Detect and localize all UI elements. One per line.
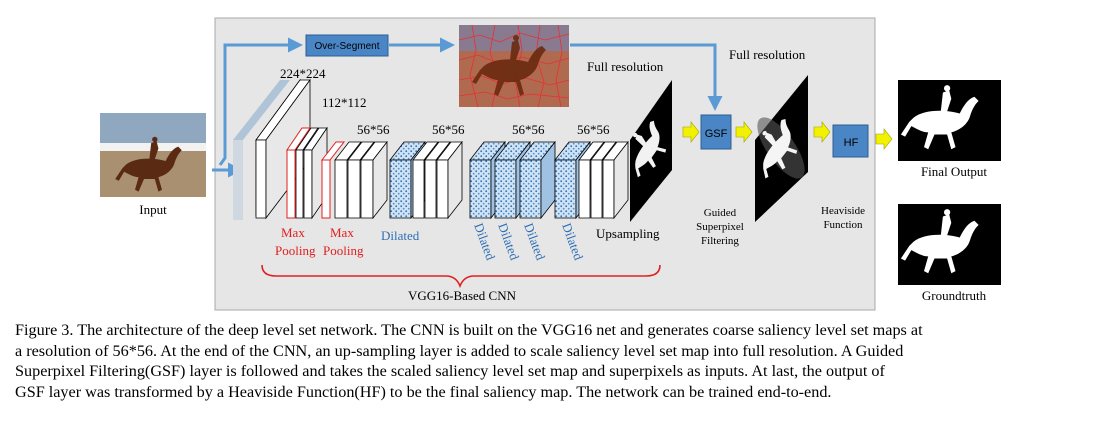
- architecture-diagram: Input Over-Segment 224*224: [100, 17, 1001, 311]
- size-56-label-a: 56*56: [357, 122, 390, 137]
- input-label: Input: [139, 202, 167, 217]
- arrow-to-gsf: [682, 121, 700, 143]
- size-224-label: 224*224: [280, 66, 326, 81]
- caption-line-4: GSF layer was transformed by a Heaviside…: [15, 382, 832, 401]
- figure-caption: Figure 3. The architecture of the deep l…: [15, 320, 1090, 402]
- upsampling-label: Upsampling: [596, 226, 660, 241]
- conv-block-56-a: [320, 140, 388, 220]
- over-segment-label: Over-Segment: [314, 41, 379, 52]
- gsf-output-map: [741, 75, 810, 222]
- over-segment-box: [305, 34, 389, 57]
- hf-box: [832, 124, 869, 158]
- max-pooling-label-1-pooling: Pooling: [275, 243, 316, 258]
- superpixel-to-gsf-arrow: [570, 43, 723, 111]
- gsf-box: [700, 114, 732, 150]
- upsampled-saliency-map: [614, 80, 677, 222]
- input-to-segment-arrow: [218, 37, 303, 166]
- size-56-label-b: 56*56: [432, 122, 465, 137]
- arrow-to-output: [875, 128, 893, 150]
- dilated-label-1: Dilated: [381, 228, 420, 243]
- conv-block-56-d: [554, 140, 629, 220]
- groundtruth-label: Groundtruth: [922, 288, 987, 303]
- size-112-label: 112*112: [322, 95, 367, 110]
- hf-label: HF: [844, 137, 859, 149]
- max-pooling-label-1-max: Max: [281, 225, 305, 240]
- guided-label: Guided: [704, 207, 737, 219]
- caption-line-3: Superpixel Filtering(GSF) layer is follo…: [15, 362, 885, 380]
- caption-line-1: Figure 3. The architecture of the deep l…: [15, 321, 923, 339]
- superpixel-image: [458, 24, 570, 108]
- filtering-label: Filtering: [701, 235, 739, 247]
- max-pooling-label-2-max: Max: [330, 225, 354, 240]
- size-56-label-d: 56*56: [577, 122, 610, 137]
- caption-line-2: a resolution of 56*56. At the end of the…: [15, 341, 904, 360]
- groundtruth-image: [898, 204, 1001, 285]
- superpixel-label: Superpixel: [696, 221, 744, 233]
- gsf-label: GSF: [705, 128, 728, 140]
- final-output-image: [898, 80, 1001, 161]
- heaviside-label: Heaviside: [821, 205, 865, 217]
- conv-block-56-b: [389, 140, 463, 220]
- max-pooling-label-2-pooling: Pooling: [323, 243, 364, 258]
- size-56-label-c: 56*56: [512, 122, 545, 137]
- vgg16-brace: [261, 264, 661, 289]
- full-resolution-label-1: Full resolution: [587, 59, 664, 74]
- conv-block-224: [233, 78, 311, 220]
- full-resolution-label-2: Full resolution: [729, 47, 806, 62]
- arrow-to-hf: [813, 121, 831, 143]
- final-output-label: Final Output: [921, 164, 987, 179]
- input-image: [100, 113, 206, 197]
- conv-block-112: [286, 126, 328, 220]
- vgg16-label: VGG16-Based CNN: [408, 288, 517, 303]
- arrow-after-gsf: [735, 121, 753, 143]
- function-label: Function: [823, 219, 863, 231]
- conv-block-56-c: [469, 140, 556, 220]
